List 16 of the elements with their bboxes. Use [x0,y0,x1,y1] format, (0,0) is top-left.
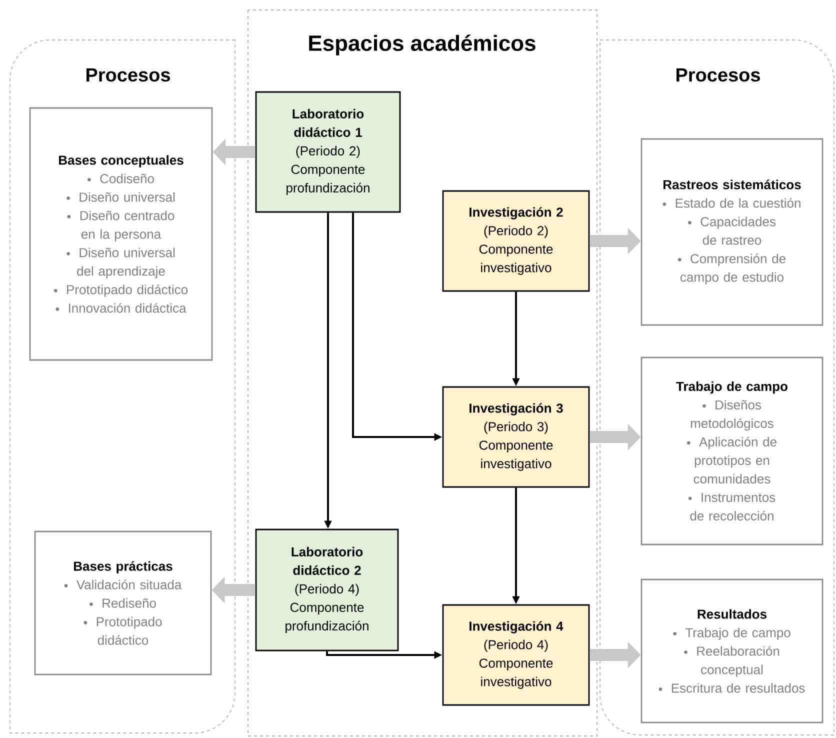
process-box: Investigación 3 (Periodo 3) Componente investigativo [442,386,590,488]
list-box: Trabajo de campo Diseños metodológicos Aplicación de prototipos en comunidades Instrumentos de recolección [640,356,824,546]
process-box: Laboratorio didáctico 1 (Periodo 2) Componente profundización [255,91,401,213]
dashed-panel [600,40,834,736]
panel-title: Procesos [676,68,760,82]
list-box: Bases conceptuales Codiseño Diseño universal Diseño centrado en la persona Diseño universal del aprendizaje Prototipado didáctico Innovación didáctica [29,107,213,361]
list-box: Resultados Trabajo de campo Reelaboración conceptual Escritura de resultados [640,578,824,724]
panel-title: Espacios académicos [309,34,536,56]
panel-title: Procesos [86,68,170,82]
process-box: Investigación 2 (Periodo 2) Componente investigativo [442,190,590,292]
dashed-panel [10,40,236,734]
list-box: Bases prácticas Validación situada Rediseño Prototipado didáctico [34,530,212,676]
list-box: Rastreos sistemáticos Estado de la cuestión Capacidades de rastreo Comprensión de campo de estudio [640,138,824,326]
process-box: Investigación 4 (Periodo 4) Componente investigativo [442,604,590,706]
process-box: Laboratorio didáctico 2 (Periodo 4) Componente profundización [255,528,399,652]
dashed-panel [248,10,598,736]
